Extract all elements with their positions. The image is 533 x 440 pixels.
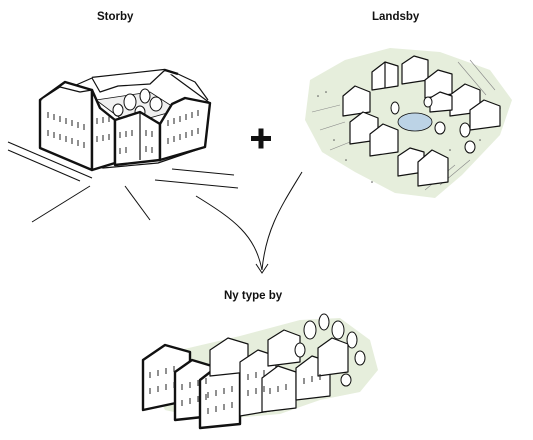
- plus-sign: [251, 129, 271, 149]
- ny-type-by-illustration: [143, 314, 378, 428]
- storby-city-block-illustration: [8, 70, 238, 222]
- landsby-village-illustration: [305, 48, 512, 198]
- pond: [398, 113, 432, 131]
- merge-arrow: [196, 172, 302, 273]
